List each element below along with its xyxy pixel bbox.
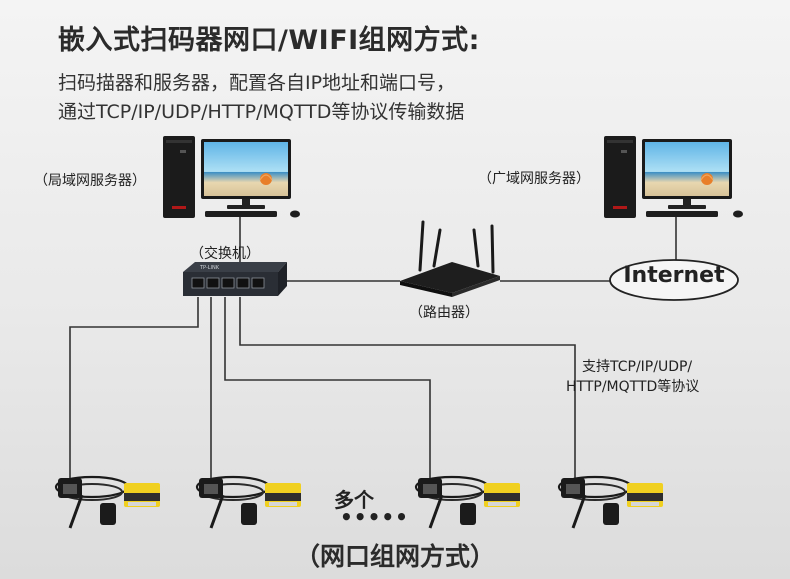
internet-label: Internet bbox=[623, 263, 725, 288]
svg-text:TP-LINK: TP-LINK bbox=[199, 265, 220, 271]
protocols-label-line-2: HTTP/MQTTD等协议 bbox=[566, 379, 700, 395]
protocols-label-line-1: 支持TCP/IP/UDP/ bbox=[582, 359, 693, 375]
many-devices-dots: ••••• bbox=[340, 505, 409, 529]
scanner-group-3 bbox=[414, 475, 520, 529]
switch-label: （交换机） bbox=[190, 246, 260, 262]
scanner-group-1 bbox=[54, 475, 160, 529]
wan-server-pc-icon bbox=[604, 136, 743, 218]
internet-cloud-icon bbox=[609, 259, 739, 301]
bottom-caption: （网口组网方式） bbox=[294, 542, 495, 571]
wifi-router-icon bbox=[400, 220, 500, 297]
local-server-pc-icon bbox=[163, 136, 300, 218]
wan-server-label: （广域网服务器） bbox=[478, 171, 590, 187]
connection-lines bbox=[69, 214, 677, 478]
scanner-group-2 bbox=[195, 475, 301, 529]
line-switch-scanner-4 bbox=[239, 297, 576, 478]
description-line-2: 通过TCP/IP/UDP/HTTP/MQTTD等协议传输数据 bbox=[58, 101, 465, 123]
line-switch-scanner-1 bbox=[69, 297, 199, 478]
router-label: （路由器） bbox=[409, 305, 479, 321]
scanner-group-4 bbox=[557, 475, 663, 529]
many-devices-label: 多个 bbox=[334, 488, 374, 512]
local-server-label: （局域网服务器） bbox=[34, 173, 146, 189]
line-switch-scanner-3 bbox=[224, 297, 431, 478]
description-line-1: 扫码描器和服务器，配置各自IP地址和端口号， bbox=[58, 72, 456, 94]
network-switch-icon: TP-LINK bbox=[183, 262, 287, 296]
page-title: 嵌入式扫码器网口/WIFI组网方式: bbox=[58, 25, 480, 56]
